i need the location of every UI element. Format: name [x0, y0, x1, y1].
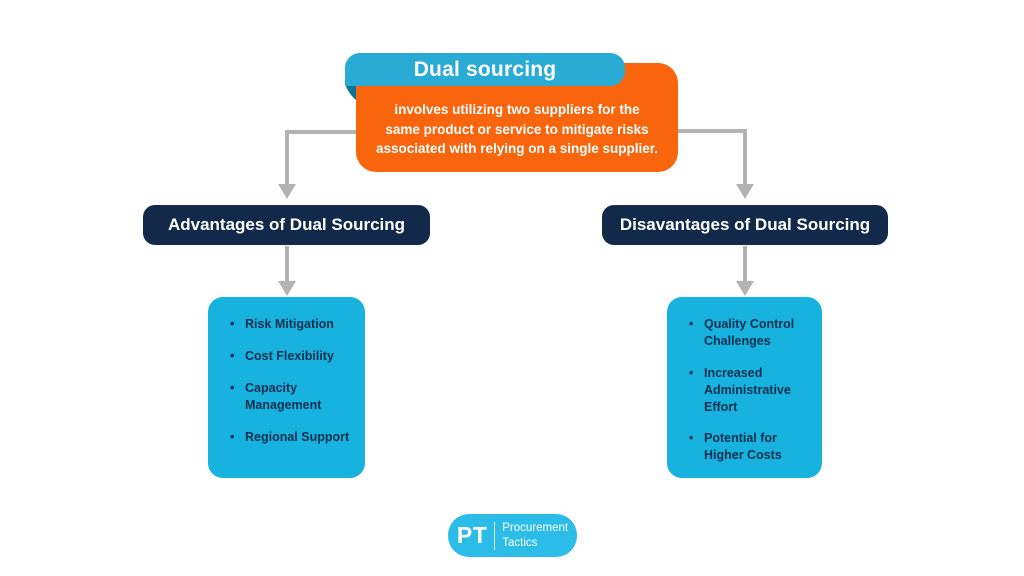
- list-item: Capacity Management: [228, 380, 353, 414]
- advantages-header: Advantages of Dual Sourcing: [167, 215, 406, 234]
- disadvantages-list-box: Quality Control Challenges Increased Adm…: [667, 297, 822, 478]
- logo-name-line1: Procurement: [502, 522, 569, 535]
- diagram-title: Dual sourcing: [413, 57, 557, 81]
- advantages-list: Risk Mitigation Cost Flexibility Capacit…: [228, 316, 353, 445]
- logo-divider: [494, 521, 496, 550]
- disadvantages-header: Disavantages of Dual Sourcing: [619, 215, 871, 234]
- disadvantages-list: Quality Control Challenges Increased Adm…: [687, 316, 810, 464]
- definition-card: involves utilizing two suppliers for the…: [356, 63, 678, 172]
- logo-name: Procurement Tactics: [502, 521, 568, 550]
- list-item: Quality Control Challenges: [687, 316, 810, 350]
- definition-text: involves utilizing two suppliers for the…: [375, 102, 659, 157]
- logo-initials: PT: [456, 522, 488, 548]
- list-item: Risk Mitigation: [228, 316, 353, 333]
- advantages-list-box: Risk Mitigation Cost Flexibility Capacit…: [208, 297, 365, 478]
- list-item: Cost Flexibility: [228, 348, 353, 365]
- title-banner: Dual sourcing: [345, 53, 625, 86]
- procurement-tactics-logo: PT Procurement Tactics: [448, 514, 577, 557]
- disadvantages-header-box: Disavantages of Dual Sourcing: [602, 205, 888, 245]
- advantages-header-box: Advantages of Dual Sourcing: [143, 205, 430, 245]
- list-item: Regional Support: [228, 429, 353, 446]
- list-item: Increased Administrative Effort: [687, 365, 810, 416]
- logo-name-line2: Tactics: [502, 536, 538, 549]
- list-item: Potential for Higher Costs: [687, 430, 810, 464]
